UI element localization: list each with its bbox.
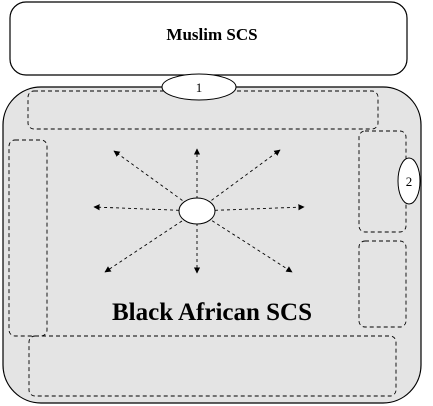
muslim-scs-label: Muslim SCS [166, 25, 257, 44]
arrow-down-left [104, 210, 198, 273]
right-upper-border-zone [358, 130, 407, 233]
black-african-scs-box: Black African SCS [2, 86, 422, 404]
muslim-scs-box: Muslim SCS [9, 1, 408, 76]
arrow-down-right [196, 210, 293, 273]
right-lower-border-zone [358, 240, 407, 328]
arrow-up-left [113, 150, 198, 212]
connector-2-label: 2 [406, 174, 413, 189]
connector-2: 2 [397, 157, 421, 205]
core-ellipse [178, 197, 216, 225]
bottom-border-zone [28, 335, 397, 397]
radiating-arrows [93, 148, 305, 274]
arrow-left [93, 204, 198, 212]
left-border-zone [8, 139, 48, 337]
black-african-scs-label: Black African SCS [112, 299, 312, 326]
arrow-up-right [196, 149, 281, 212]
connector-1-label: 1 [196, 80, 203, 95]
connector-1: 1 [161, 73, 237, 101]
